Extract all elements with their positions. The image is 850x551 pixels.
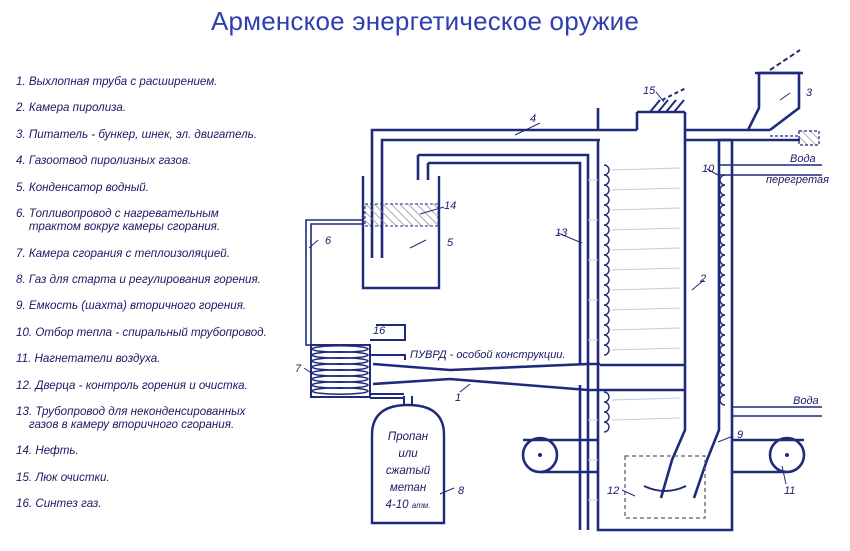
air-blower-right-hub xyxy=(785,453,789,457)
air-blower-left-duct xyxy=(523,438,598,474)
legend-item: 10. Отбор тепла - спиральный трубопровод… xyxy=(16,325,267,339)
legend-item: 12. Дверца - контроль горения и очистка. xyxy=(16,378,248,392)
gas-duct-inner xyxy=(380,138,600,258)
heat-coils-left xyxy=(603,164,610,433)
tank-text: Пропан или сжатый метан 4-10 атм. xyxy=(386,431,431,511)
label-11-right: 11 xyxy=(784,485,795,497)
label-5: 5 xyxy=(447,237,454,249)
legend-item: 4. Газоотвод пиролизных газов. xyxy=(16,154,192,168)
label-10: 10 xyxy=(702,163,715,175)
label-12: 12 xyxy=(607,485,619,497)
feeder-hopper-left xyxy=(746,73,761,131)
diagram-title: Армeнское энергетическое оружие xyxy=(210,6,640,36)
label-13: 13 xyxy=(555,227,568,239)
legend-item: 2. Камера пиролиза. xyxy=(16,101,127,115)
shaft-outer xyxy=(596,140,734,532)
uncondensed-pipe-outer xyxy=(418,153,590,530)
synth-gas-line-2 xyxy=(370,324,406,341)
tank-text-line: 4-10 атм. xyxy=(386,499,431,511)
label-16: 16 xyxy=(373,325,386,337)
insulation-lines xyxy=(588,167,681,501)
legend-item: 3. Питатель - бункер, шнек, эл. двигател… xyxy=(16,127,257,141)
tank-pressure: 4-10 xyxy=(386,499,410,511)
legend-item: 14. Нефть. xyxy=(16,444,79,458)
condenser-vessel xyxy=(361,176,441,290)
legend-item: 5. Конденсатор водный. xyxy=(16,180,149,194)
feeder-motor xyxy=(798,130,820,146)
gas-tank xyxy=(370,403,446,525)
legend-item: 1. Выхлопная труба с расширением. xyxy=(16,75,218,88)
label-9: 9 xyxy=(737,429,743,441)
label-1: 1 xyxy=(455,392,461,404)
legend-item: 13. Трубопровод для неконденсированных г… xyxy=(16,404,246,431)
legend-item: 15. Люк очистки. xyxy=(16,470,110,484)
water-top-label: Вода xyxy=(790,153,816,165)
label-8: 8 xyxy=(458,485,465,497)
combustion-chamber xyxy=(310,344,371,398)
engine-label: ПУВРД - особой конструкции. xyxy=(410,349,565,361)
cleaning-door xyxy=(624,455,706,519)
water-top-sub-label: перегретая xyxy=(766,174,829,186)
legend-list: 1. Выхлопная труба с расширением. 2. Кам… xyxy=(16,75,316,524)
synth-gas-line xyxy=(370,354,406,360)
exhaust-pipe-top xyxy=(372,362,600,372)
flame-arc xyxy=(643,485,687,492)
cleaning-hatch xyxy=(649,87,687,113)
label-14: 14 xyxy=(444,200,456,212)
pyrolysis-chamber-inner-left xyxy=(659,112,687,499)
air-blower-left-hub xyxy=(538,453,542,457)
legend-item: 8. Газ для старта и регулирования горени… xyxy=(16,272,261,286)
label-15: 15 xyxy=(643,85,656,97)
tank-text-line: или xyxy=(398,448,418,460)
feeder-motor-hatch xyxy=(769,49,801,71)
pyrolysis-chamber-inner-right xyxy=(692,140,721,499)
legend-item: 16. Синтез газ. xyxy=(16,497,102,511)
tank-text-line: Пропан xyxy=(388,431,429,443)
legend-item: 7. Камера сгорания с теплоизоляцией. xyxy=(16,246,230,260)
tank-text-line: метан xyxy=(390,482,427,494)
label-7: 7 xyxy=(295,363,302,375)
feeder-hopper xyxy=(759,71,801,132)
tank-text-line: сжатый xyxy=(386,465,431,477)
legend-item: 11. Нагнетатели воздуха. xyxy=(16,352,161,366)
heat-coils-right xyxy=(719,174,726,406)
label-6: 6 xyxy=(325,235,332,247)
oil-layer xyxy=(364,203,439,227)
tank-pressure-unit: атм. xyxy=(412,501,431,510)
fuel-line-inner xyxy=(310,223,363,345)
label-3: 3 xyxy=(806,87,813,99)
uncondensed-pipe-inner xyxy=(428,161,582,365)
water-bottom-label: Вода xyxy=(793,395,819,407)
legend-item: 9. Емкость (шахта) вторичного горения. xyxy=(16,299,247,313)
air-blower-right-duct xyxy=(732,438,804,474)
fuel-line-outer xyxy=(305,219,363,346)
leader-lines xyxy=(303,91,791,497)
exhaust-pipe-bottom xyxy=(372,377,600,392)
label-2: 2 xyxy=(699,273,706,285)
legend-item: 6. Топливопровод с нагревательным тракто… xyxy=(16,206,221,233)
label-4: 4 xyxy=(530,113,536,125)
